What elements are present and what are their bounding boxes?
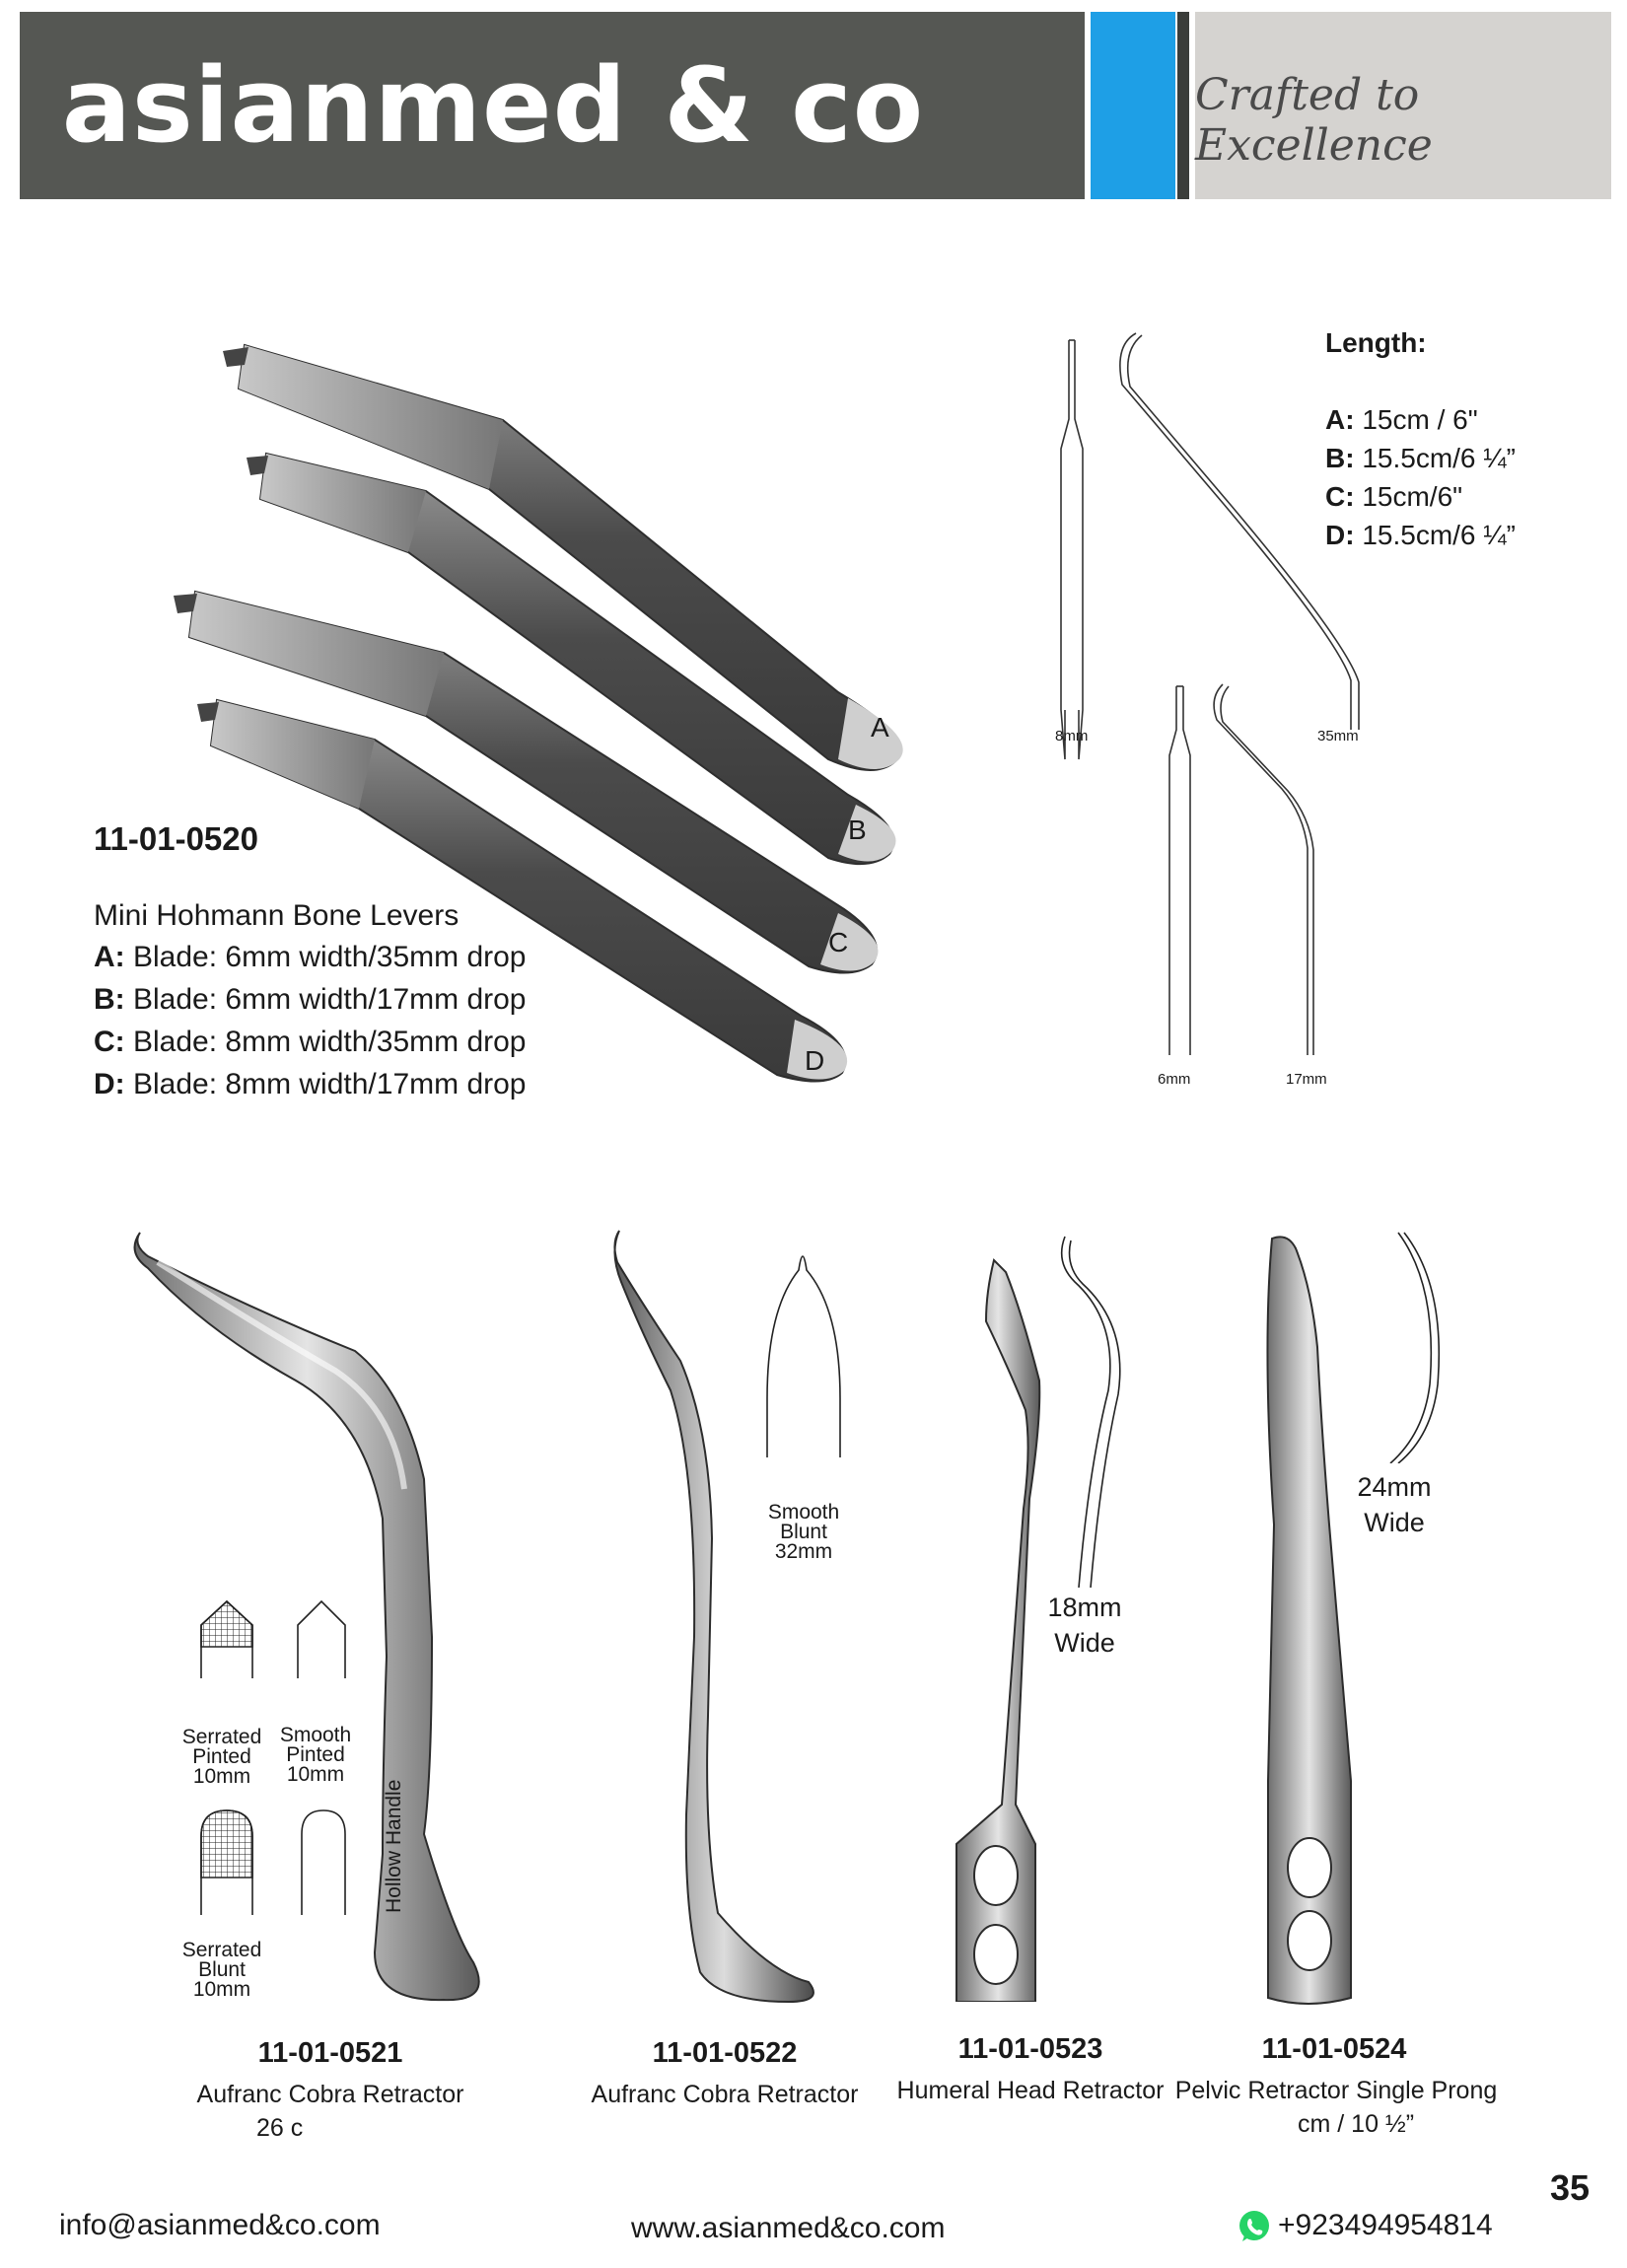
header-accent-blue: [1091, 12, 1175, 199]
whatsapp-icon: [1239, 2211, 1269, 2241]
length-text: 15.5cm/6 ¼”: [1354, 520, 1516, 550]
product-code: 11-01-0522: [652, 2037, 798, 2069]
variant-d: D: Blade: 8mm width/17mm drop: [94, 1068, 527, 1099]
variant-text: Blade: 8mm width/35mm drop: [124, 1026, 527, 1058]
footer-email-link[interactable]: info@asianmed&co.com: [59, 2209, 381, 2241]
bone-levers-photo: [174, 343, 903, 1083]
width-label-18mm: 18mm Wide: [1035, 1590, 1134, 1661]
tip-label-smooth-blunt: Smooth Blunt 32mm: [749, 1501, 858, 1563]
width-label-line: 24mm: [1357, 1472, 1432, 1502]
header-accent-bar: [1177, 12, 1189, 199]
product-code: 11-01-0520: [94, 820, 258, 857]
variant-a: A: Blade: 6mm width/35mm drop: [94, 941, 527, 974]
tip-label-line: 32mm: [774, 1540, 833, 1563]
product-code: 11-01-0521: [257, 2037, 403, 2069]
tip-label-line: 10mm: [192, 1765, 251, 1788]
product-name: Humeral Head Retractor: [896, 2077, 1165, 2104]
product-name: Pelvic Retractor Single Prong: [1174, 2077, 1498, 2104]
cobra-retractor-0521-photo: [133, 1232, 480, 2002]
variant-text: Blade: 8mm width/17mm drop: [124, 1068, 527, 1099]
dim-label-8mm: 8mm: [1055, 728, 1089, 744]
length-c: C: 15cm/6": [1325, 481, 1462, 513]
photo-letter-a: A: [871, 712, 889, 743]
variant-text: Blade: 6mm width/35mm drop: [124, 941, 527, 973]
tip-label-line: Pinted: [192, 1745, 251, 1768]
product-extra: 26 c: [256, 2114, 304, 2142]
header-tagline-panel: [1195, 12, 1611, 199]
variant-c: C: Blade: 8mm width/35mm drop: [94, 1026, 527, 1059]
dim-label-6mm: 6mm: [1158, 1071, 1191, 1088]
hollow-handle-label: Hollow Handle: [383, 1779, 405, 1913]
tagline: Crafted to Excellence: [1195, 70, 1433, 171]
lever-dimension-drawing: [1060, 332, 1360, 1055]
tip-serrated-blunt-icon: [200, 1809, 253, 1915]
product-description: Mini Hohmann Bone Levers A: Blade: 6mm w…: [89, 887, 542, 1099]
length-a: A: 15cm / 6": [1325, 404, 1478, 436]
photo-letter-c: C: [828, 927, 849, 957]
tip-serrated-pinted-icon: [200, 1599, 253, 1678]
tip-label-line: 10mm: [286, 1763, 345, 1786]
photo-letter-b: B: [848, 815, 867, 845]
header-band: [20, 12, 1085, 199]
humeral-tip-profile-icon: [1060, 1236, 1121, 1588]
lever-b: [258, 452, 895, 866]
length-title: Length:: [1325, 327, 1427, 358]
tip-smooth-blunt-icon: [301, 1809, 346, 1915]
lever-d: [209, 698, 847, 1083]
variant-b: B: Blade: 6mm width/17mm drop: [94, 983, 527, 1017]
width-label-24mm: 24mm Wide: [1345, 1469, 1444, 1540]
footer-phone[interactable]: +923494954814: [1278, 2209, 1493, 2241]
tip-smooth-pinted-icon: [297, 1599, 346, 1678]
product-extra: cm / 10 ½”: [1298, 2110, 1415, 2138]
product-name: Aufranc Cobra Retractor: [196, 2081, 464, 2108]
dim-label-35mm: 35mm: [1317, 728, 1359, 744]
page-number: 35: [1550, 2167, 1591, 2208]
width-label-line: Wide: [1364, 1508, 1425, 1537]
tip-label-line: Serrated: [181, 1939, 262, 1961]
length-text: 15cm / 6": [1354, 404, 1478, 435]
dim-label-17mm: 17mm: [1286, 1071, 1327, 1088]
width-label-line: Wide: [1054, 1628, 1115, 1658]
tip-label-line: Blunt: [198, 1958, 246, 1981]
variant-text: Blade: 6mm width/17mm drop: [124, 983, 527, 1016]
cobra-retractor-0522-photo: [613, 1230, 814, 2004]
variant-key: D:: [94, 1068, 125, 1099]
tip-label-serrated-pinted: Serrated Pinted 10mm: [168, 1726, 276, 1788]
product-code: 11-01-0523: [957, 2033, 1103, 2065]
tip-label-smooth-pinted: Smooth Pinted 10mm: [264, 1724, 367, 1786]
pelvic-retractor-photo: [1266, 1236, 1352, 2005]
tip-smooth-blunt-32-icon: [766, 1255, 841, 1457]
length-key: A:: [1325, 404, 1355, 435]
tip-label-line: Serrated: [181, 1726, 262, 1748]
length-text: 15cm/6": [1354, 481, 1463, 512]
humeral-head-retractor-photo: [955, 1258, 1041, 2002]
tip-label-line: Smooth: [767, 1501, 840, 1524]
width-label-line: 18mm: [1047, 1593, 1122, 1622]
tip-label-serrated-blunt: Serrated Blunt 10mm: [168, 1939, 276, 2001]
variant-key: A:: [94, 941, 125, 973]
variant-key: B:: [94, 983, 125, 1016]
product-name: Mini Hohmann Bone Levers: [94, 899, 460, 932]
header-gap: [1085, 12, 1093, 199]
length-key: D:: [1325, 520, 1355, 550]
product-name: Aufranc Cobra Retractor: [591, 2081, 859, 2108]
length-b: B: 15.5cm/6 ¼”: [1325, 443, 1516, 474]
tip-label-line: Blunt: [780, 1521, 827, 1543]
tip-label-line: 10mm: [192, 1978, 251, 2001]
length-d: D: 15.5cm/6 ¼”: [1325, 520, 1516, 551]
footer-website-link[interactable]: www.asianmed&co.com: [631, 2212, 946, 2244]
product-code: 11-01-0524: [1261, 2033, 1407, 2065]
pelvic-tip-profile-icon: [1389, 1232, 1441, 1463]
length-key: C:: [1325, 481, 1355, 512]
tip-label-line: Pinted: [286, 1743, 345, 1766]
variant-key: C:: [94, 1026, 125, 1058]
brand-logo: asianmed & co: [61, 45, 925, 166]
photo-letter-d: D: [805, 1045, 825, 1076]
length-text: 15.5cm/6 ¼”: [1354, 443, 1516, 473]
tip-label-line: Smooth: [279, 1724, 352, 1746]
length-key: B:: [1325, 443, 1355, 473]
